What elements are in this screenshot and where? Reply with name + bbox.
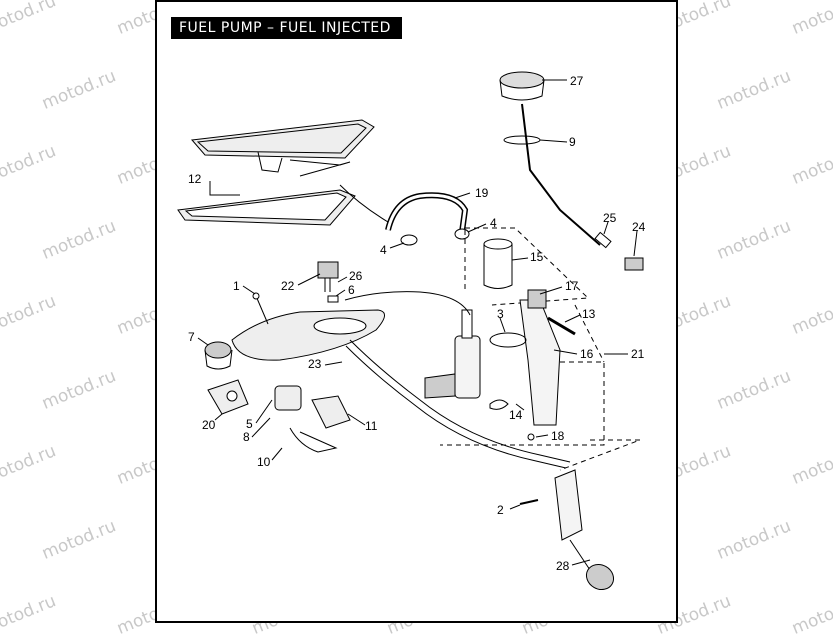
wire-harness xyxy=(344,291,571,469)
filter-15 xyxy=(483,238,513,289)
leader-lines xyxy=(197,79,638,566)
callout-13: 13 xyxy=(582,307,596,321)
callout-27: 27 xyxy=(570,74,584,88)
callout-4-lower: 4 xyxy=(380,243,387,257)
callout-23: 23 xyxy=(308,357,322,371)
callout-18: 18 xyxy=(551,429,565,443)
callout-20: 20 xyxy=(202,418,216,432)
mounting-plate xyxy=(231,309,385,361)
pump-assembly xyxy=(424,289,576,426)
callout-9: 9 xyxy=(569,135,576,149)
callout-22: 22 xyxy=(281,279,295,293)
callout-2: 2 xyxy=(497,503,504,517)
callout-7: 7 xyxy=(188,330,195,344)
cap-27 xyxy=(499,71,644,271)
callout-26: 26 xyxy=(349,269,363,283)
bracket-11 xyxy=(274,385,351,453)
callout-labels: 27 9 12 19 4 4 25 24 15 17 22 26 6 1 3 1… xyxy=(188,74,646,573)
callout-12: 12 xyxy=(188,172,202,186)
callout-6: 6 xyxy=(348,283,355,297)
callout-1: 1 xyxy=(233,279,240,293)
top-plate xyxy=(191,119,375,177)
callout-28: 28 xyxy=(556,559,570,573)
callout-19: 19 xyxy=(475,186,489,200)
fitting-20 xyxy=(207,379,249,415)
callout-3: 3 xyxy=(497,307,504,321)
diagram-title: FUEL PUMP – FUEL INJECTED xyxy=(171,17,402,39)
regulator-7 xyxy=(204,341,233,370)
callout-4-upper: 4 xyxy=(490,216,497,230)
screws xyxy=(252,292,535,441)
callout-24: 24 xyxy=(632,220,646,234)
callout-5: 5 xyxy=(246,417,253,431)
exploded-parts-diagram: 27 9 12 19 4 4 25 24 15 17 22 26 6 1 3 1… xyxy=(177,71,646,591)
callout-17: 17 xyxy=(565,279,579,293)
gasket-12 xyxy=(177,189,356,226)
callout-11: 11 xyxy=(365,419,378,433)
callout-16: 16 xyxy=(580,347,594,361)
sensor-22 xyxy=(317,261,339,303)
diagram-frame xyxy=(155,0,678,623)
callout-21: 21 xyxy=(631,347,645,361)
callout-15: 15 xyxy=(530,250,544,264)
callout-8: 8 xyxy=(243,430,250,444)
level-sender-28 xyxy=(519,469,615,591)
callout-25: 25 xyxy=(603,211,617,225)
callout-14: 14 xyxy=(509,408,523,422)
callout-10: 10 xyxy=(257,455,271,469)
fuel-hose-19 xyxy=(339,184,470,246)
